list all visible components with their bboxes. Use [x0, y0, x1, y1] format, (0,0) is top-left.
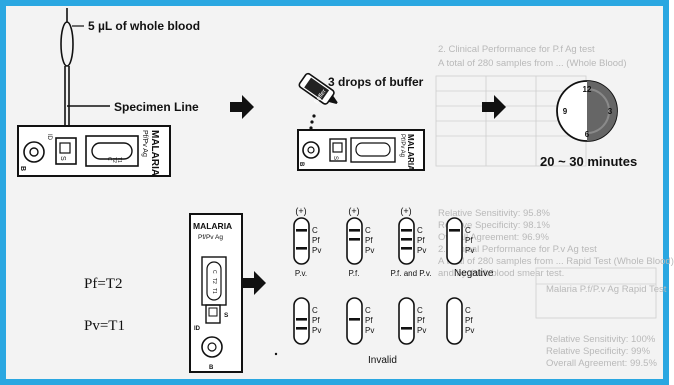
clock-12: 12 — [583, 85, 592, 94]
line-label-pf: Pf — [417, 316, 425, 325]
arrow-step1 — [230, 95, 254, 119]
line-label-pv: Pv — [312, 326, 321, 335]
cassette3-window-t1: T1 — [211, 288, 217, 294]
bg-text-3: Relative Sensitivity: 95.8% — [438, 208, 550, 219]
line-label-c: C — [312, 306, 318, 315]
legend-pf: Pf=T2 — [84, 276, 123, 292]
line-label-c: C — [465, 226, 471, 235]
line-label-pf: Pf — [417, 236, 425, 245]
cassette-step1 — [17, 125, 171, 177]
strip-negative — [446, 217, 463, 265]
cassette3-window-t2: T2 — [211, 278, 217, 284]
cassette1-window-t1: T1 — [116, 157, 122, 163]
arrow-step3 — [242, 271, 266, 295]
line-label-pf: Pf — [312, 236, 320, 245]
clock-9: 9 — [563, 107, 568, 116]
line-label-c: C — [417, 306, 423, 315]
cassette2-well-s: S — [332, 156, 338, 160]
cassette1-sub: Pf/Pv Ag — [141, 130, 148, 157]
bg-table — [435, 75, 657, 319]
buffer-bottle — [298, 72, 338, 105]
bg-text-9: Malaria P.f/P.v Ag Rapid Test — [546, 284, 667, 295]
bg-text-10: Relative Sensitivity: 100% — [546, 334, 656, 345]
arrow-step2 — [482, 95, 506, 119]
cassette1-well-s: S — [59, 156, 66, 161]
line-label-pf: Pf — [365, 316, 373, 325]
line-label-pv: Pv — [365, 246, 374, 255]
plus-mark-1: (+) — [295, 206, 306, 216]
line-label-pv: Pv — [417, 326, 426, 335]
legend-pv: Pv=T1 — [84, 318, 125, 334]
timer-clock — [556, 80, 618, 142]
line-label-pv: Pv — [365, 326, 374, 335]
plus-mark-2: (+) — [348, 206, 359, 216]
strip-invalid-2 — [346, 297, 363, 345]
specimen-line-label: Specimen Line — [114, 100, 199, 114]
procedure-diagram: 5 µL of whole blood Specimen Line MALARI… — [17, 8, 657, 373]
cassette-step2 — [297, 129, 425, 171]
caption-pf-and-pv: P.f. and P.v. — [391, 269, 432, 278]
buffer-drops — [309, 114, 316, 130]
line-label-c: C — [465, 306, 471, 315]
bg-text-1: 2. Clinical Performance for P.f Ag test — [438, 44, 595, 55]
line-label-pv: Pv — [312, 246, 321, 255]
cassette-vertical — [189, 213, 243, 373]
plus-mark-3: (+) — [400, 206, 411, 216]
line-label-c: C — [365, 226, 371, 235]
time-label: 20 ~ 30 minutes — [540, 154, 637, 169]
cassette3-sub: Pf/Pv Ag — [198, 234, 223, 241]
buffer-label: 3 drops of buffer — [328, 75, 424, 89]
line-label-c: C — [312, 226, 318, 235]
caption-pv: P.v. — [295, 269, 307, 278]
caption-invalid: Invalid — [368, 355, 397, 366]
cassette3-well-s: S — [224, 312, 229, 319]
caption-negative: Negative — [454, 268, 494, 279]
cassette1-b: B — [19, 166, 26, 171]
cassette3-window-c: C — [211, 270, 217, 274]
line-label-c: C — [417, 226, 423, 235]
bg-text-5: Overall Agreement: 96.9% — [438, 232, 549, 243]
dust-speck — [274, 352, 278, 356]
cassette3-brand: MALARIA — [193, 221, 232, 231]
bg-text-8: and by thick blood smear test. — [438, 268, 565, 279]
strip-invalid-1 — [293, 297, 310, 345]
line-label-pv: Pv — [465, 246, 474, 255]
strip-invalid-3 — [398, 297, 415, 345]
cassette1-window-c: C — [106, 157, 112, 161]
bg-text-6: 2. Clinical Performance for P.v Ag test — [438, 244, 597, 255]
bg-text-12: Overall Agreement: 99.5% — [546, 358, 657, 369]
cassette1-brand: MALARIA — [149, 130, 160, 176]
cassette1-id: ID — [46, 134, 52, 141]
bg-text-2: A total of 280 samples from ... (Whole B… — [438, 58, 627, 69]
line-label-pv: Pv — [465, 326, 474, 335]
clock-3: 3 — [608, 107, 613, 116]
cassette3-b: B — [209, 365, 214, 371]
strip-invalid-4 — [446, 297, 463, 345]
strip-line-labels-bottom: C Pf Pv C Pf Pv C Pf Pv C Pf Pv — [312, 306, 474, 335]
line-label-pf: Pf — [365, 236, 373, 245]
caption-pf: P.f. — [349, 269, 360, 278]
bg-text-7: A total of 280 samples from ... Rapid Te… — [438, 256, 674, 267]
line-label-pf: Pf — [465, 316, 473, 325]
cassette1-window-t2: T2 — [111, 157, 117, 163]
line-label-c: C — [365, 306, 371, 315]
cassette2-b: B — [298, 162, 304, 167]
clock-6: 6 — [585, 130, 590, 139]
line-label-pf: Pf — [312, 316, 320, 325]
line-label-pv: Pv — [417, 246, 426, 255]
cassette2-sub: Pf/Pv Ag — [399, 134, 405, 157]
strip-pv-positive — [293, 217, 310, 265]
cassette3-id: ID — [194, 326, 201, 332]
pipette — [60, 8, 74, 136]
cassette2-brand: MALARIA — [406, 134, 415, 171]
strip-pf-positive — [346, 217, 363, 265]
line-label-pf: Pf — [465, 236, 473, 245]
strip-line-labels-top: C Pf Pv C Pf Pv C Pf Pv C Pf Pv — [312, 226, 474, 255]
volume-label: 5 µL of whole blood — [88, 19, 200, 33]
strip-pf-pv-positive — [398, 217, 415, 265]
bg-text-4: Relative Specificity: 98.1% — [438, 220, 550, 231]
bg-text-11: Relative Specificity: 99% — [546, 346, 651, 357]
